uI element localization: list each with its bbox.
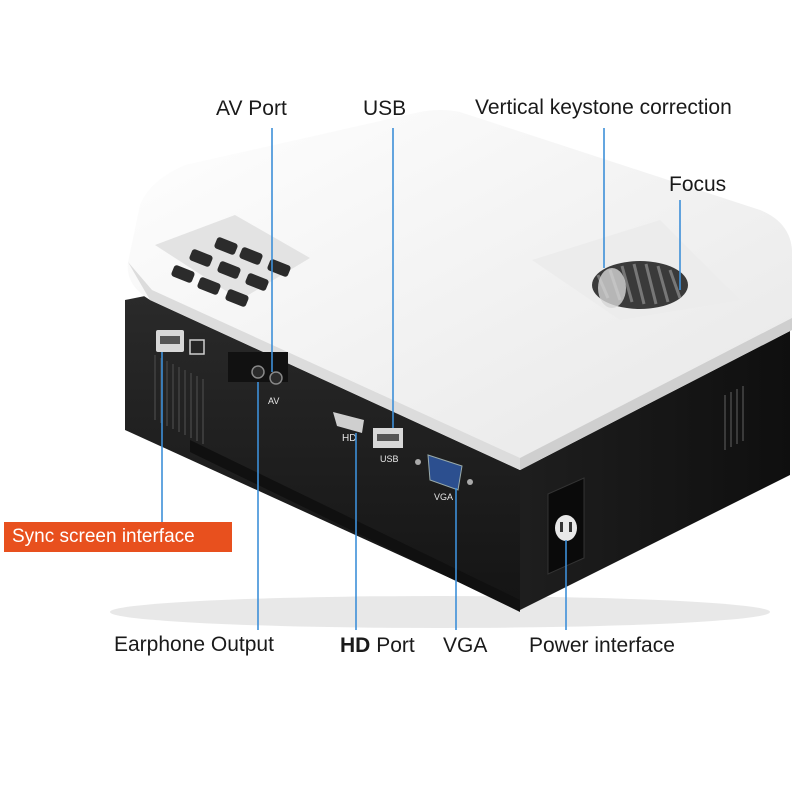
label-hd-port-word: Port: [376, 634, 415, 657]
label-av-port: AV Port: [216, 97, 287, 120]
av-jack: [269, 371, 283, 385]
label-vertical-keystone: Vertical keystone correction: [475, 96, 732, 119]
focus-wheel: [592, 261, 688, 309]
label-hd-port: HD Port: [340, 635, 415, 656]
front-vents: [154, 355, 204, 444]
projector-side-face: [520, 330, 790, 610]
label-vga: VGA: [443, 634, 488, 657]
hd-marking: HD: [342, 433, 356, 444]
projector-top-shell: [127, 110, 792, 470]
projector-front-face: [125, 295, 520, 610]
label-focus: Focus: [669, 173, 727, 196]
leader-lines: [161, 128, 681, 630]
side-vents: [724, 386, 744, 450]
phone-icon: [189, 339, 205, 355]
shell-side-rim: [520, 318, 792, 470]
label-sync-screen: Sync screen interface: [4, 522, 232, 552]
label-usb: USB: [363, 97, 407, 120]
base: [190, 440, 520, 612]
vga-marking: VGA: [434, 492, 453, 502]
av-marking: AV: [268, 396, 279, 406]
usb-marking: USB: [380, 454, 399, 464]
floor-shadow: [110, 596, 770, 628]
label-hd-bold: HD: [340, 634, 371, 657]
hd-port: [333, 412, 364, 433]
vga-port: [427, 454, 463, 491]
control-buttons: [171, 237, 291, 307]
label-power-interface: Power interface: [529, 634, 675, 657]
earphone-jack: [251, 365, 265, 379]
shell-front-rim: [128, 262, 520, 470]
label-earphone-output: Earphone Output: [114, 633, 274, 656]
